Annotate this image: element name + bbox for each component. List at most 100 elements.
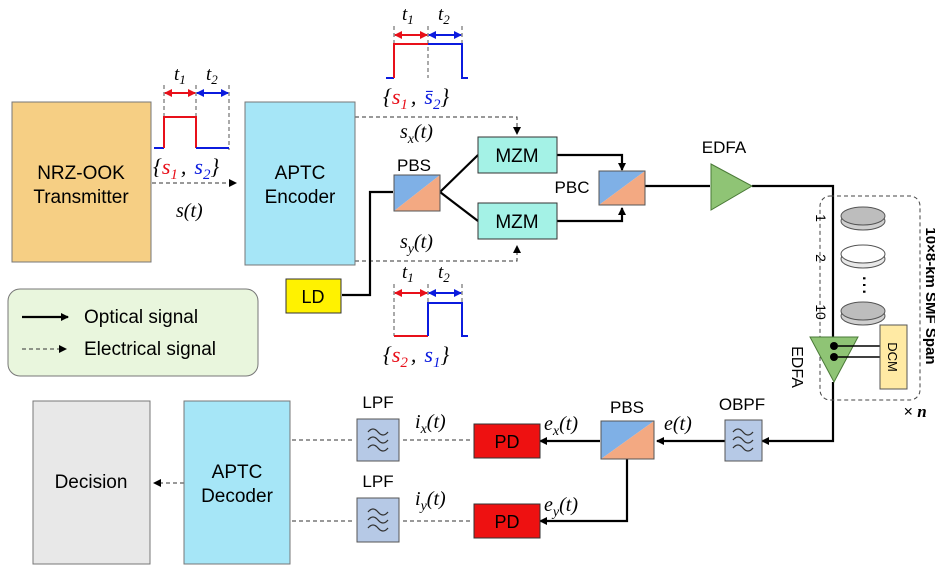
- span-dots: ⋯: [853, 275, 875, 295]
- ld-box: [285, 278, 342, 314]
- pulse-bottom: t1 t2 {s2,s1}: [383, 262, 468, 371]
- legend-optical-label: Optical signal: [84, 307, 198, 328]
- signal-s-t: s(t): [176, 200, 203, 222]
- pulse-bottom-t1: t1: [402, 262, 414, 285]
- fiber-ld-pbs: [342, 190, 393, 297]
- encoder-box: [244, 101, 356, 266]
- encoder-label-line2: Encoder: [265, 187, 336, 208]
- pbs-tx-lower: [394, 175, 440, 211]
- pulse-input-t1: t1: [174, 64, 186, 87]
- lpf-bottom-block: LPF: [356, 472, 400, 543]
- pulse-bottom-s1-wave: [427, 302, 468, 337]
- wire-sy-t: [355, 245, 521, 262]
- decoder-block: APTC Decoder: [183, 400, 291, 565]
- decision-box: [32, 400, 151, 565]
- fiber-pbs-mzm-bottom: [439, 191, 479, 222]
- lpf-bottom-label: LPF: [362, 472, 393, 491]
- transmitter-box: [11, 101, 152, 263]
- pbs-rx-block: PBS: [600, 398, 655, 460]
- pbs-tx-box: [393, 174, 441, 212]
- signal-sx-t: sx(t): [400, 121, 433, 147]
- mzm-bottom-box: [477, 202, 558, 240]
- ld-label: LD: [301, 287, 324, 307]
- span-index-1: 1: [813, 214, 829, 222]
- fiber-pbs-pd-bottom: [539, 459, 629, 525]
- lpf-top-label: LPF: [362, 393, 393, 412]
- signal-ex-t: ex(t): [544, 413, 578, 439]
- transmitter-block: NRZ-OOK Transmitter: [11, 101, 152, 263]
- encoder-block: APTC Encoder: [244, 101, 356, 266]
- legend-electrical-label: Electrical signal: [84, 339, 216, 360]
- signal-ix-t: ix(t): [415, 411, 446, 437]
- fiber-mzm-top-pbc: [557, 153, 626, 171]
- pulse-input-s1-wave: [163, 116, 197, 148]
- pulse-top-t1: t1: [402, 4, 414, 27]
- signal-labels: s(t) sx(t) sy(t) e(t) ex(t) ey(t) ix(t) …: [176, 121, 692, 520]
- mzm-top-box: [477, 136, 558, 174]
- pbc-label: PBC: [555, 178, 590, 197]
- span-block: ⋯ 1 2 10 10×8-km SMF Span × n DCM EDFA: [788, 195, 935, 421]
- pulse-top-t2: t2: [438, 4, 450, 27]
- pbc-block: PBC: [555, 170, 646, 206]
- mzm-bottom-block: MZM: [477, 202, 558, 240]
- pulse-top-set: {s1,s̄2}: [383, 84, 449, 113]
- legend-box: [7, 288, 259, 377]
- pd-top-label: PD: [494, 432, 519, 452]
- pd-bottom-block: PD: [473, 503, 541, 539]
- fiber-edfa-span: [752, 184, 835, 337]
- pd-top-box: [473, 423, 541, 459]
- connections: [152, 116, 835, 525]
- span-title: 10×8-km SMF Span: [922, 227, 935, 364]
- pd-top-block: PD: [473, 423, 541, 459]
- decoder-label-line1: APTC: [212, 462, 263, 483]
- pbs-rx-label: PBS: [610, 398, 644, 417]
- span-index-2: 2: [813, 254, 829, 262]
- mzm-top-block: MZM: [477, 136, 558, 174]
- edfa-tx-triangle: [710, 163, 754, 211]
- dcm-port-top: [830, 342, 838, 350]
- obpf-block: OBPF: [719, 395, 765, 462]
- mzm-top-label: MZM: [495, 146, 538, 167]
- transmitter-label-line2: Transmitter: [33, 187, 129, 208]
- fiber-mzm-bottom-pbc: [557, 207, 626, 223]
- pbs-rx-lower: [601, 421, 654, 459]
- pbs-tx-label: PBS: [397, 156, 431, 175]
- pbc-lower: [599, 171, 645, 205]
- fiber-coil-1: [840, 206, 886, 231]
- obpf-label: OBPF: [719, 395, 765, 414]
- fiber-coil-10: [840, 301, 886, 326]
- signal-iy-t: iy(t): [415, 488, 446, 514]
- edfa-tx-label: EDFA: [702, 138, 747, 157]
- pulse-input-t2: t2: [206, 64, 218, 87]
- dcm-label: DCM: [885, 342, 900, 372]
- lpf-top-block: LPF: [356, 393, 400, 462]
- dcm-box: [879, 324, 908, 390]
- signal-sy-t: sy(t): [400, 231, 433, 257]
- pbc-box: [598, 170, 646, 206]
- pd-bottom-box: [473, 503, 541, 539]
- pd-bottom-label: PD: [494, 512, 519, 532]
- transmitter-label-line1: NRZ-OOK: [37, 163, 125, 184]
- legend: Optical signal Electrical signal: [7, 288, 259, 377]
- fiber-coil-2: [840, 244, 886, 269]
- wire-sx-t: [355, 116, 521, 135]
- pbs-tx-block: PBS: [393, 156, 441, 212]
- encoder-label-line1: APTC: [275, 163, 326, 184]
- span-index-10: 10: [813, 304, 829, 320]
- pulse-bottom-t2: t2: [438, 262, 450, 285]
- pulse-bottom-set: {s2,s1}: [383, 342, 449, 371]
- decision-label: Decision: [55, 472, 128, 493]
- pbs-rx-box: [600, 420, 655, 460]
- pulse-input-set: {s1,s2}: [153, 154, 219, 183]
- decision-block: Decision: [32, 400, 151, 565]
- mzm-bottom-label: MZM: [495, 212, 538, 233]
- pulse-top-s1-wave: [393, 43, 428, 78]
- span-count: × n: [903, 402, 926, 421]
- pulse-top-s2bar-wave: [428, 43, 468, 79]
- pulse-top: t1 t2 {s1,s̄2}: [383, 4, 468, 113]
- signal-e-t: e(t): [664, 413, 692, 435]
- pulse-input: t1 t2 {s1,s2}: [153, 64, 230, 183]
- fiber-pbs-mzm-top: [439, 154, 479, 193]
